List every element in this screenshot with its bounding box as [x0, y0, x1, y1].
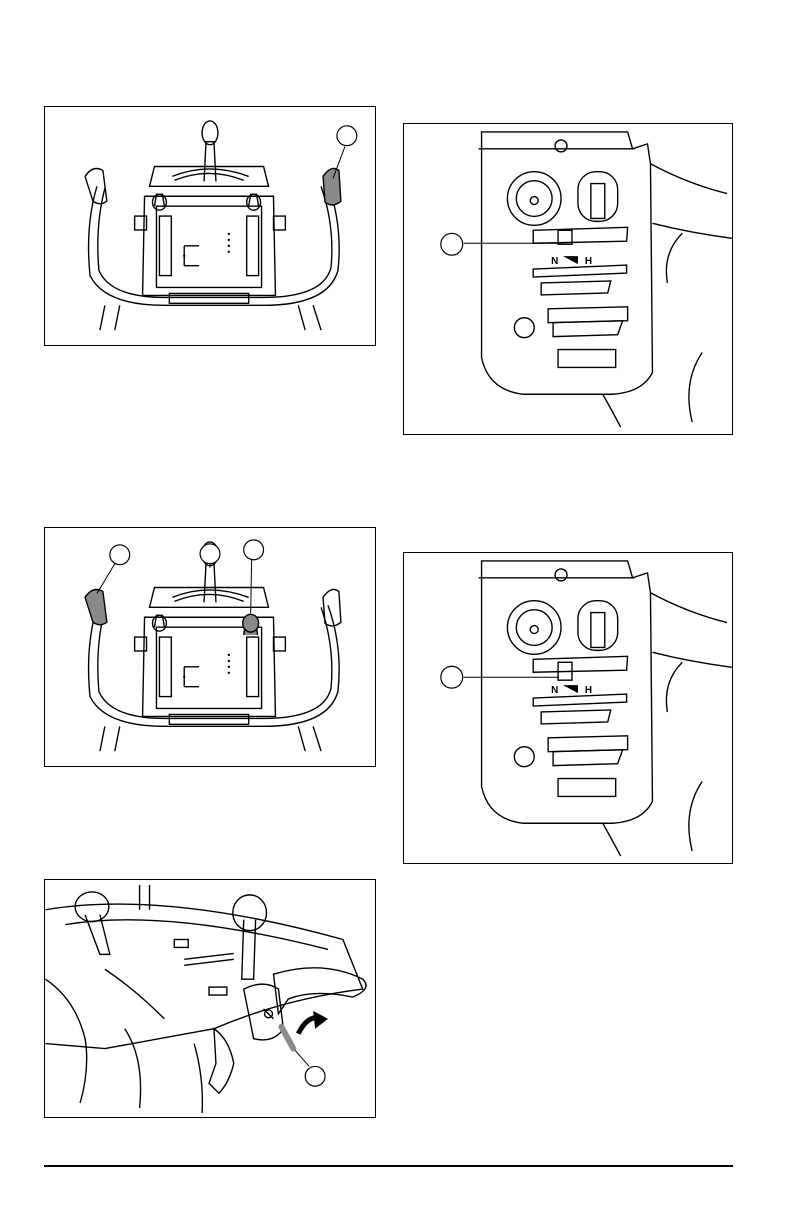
callout-marker: [441, 666, 559, 688]
figure-handlebar-panel-2: [44, 527, 376, 767]
high-mark: H: [585, 256, 592, 267]
callout-marker: [295, 1051, 325, 1087]
rotate-arrow-icon: [298, 1011, 328, 1034]
figure-engine-controls-1: N H: [403, 123, 733, 435]
figure-handlebar-panel-1: [44, 106, 376, 346]
callout-marker: [441, 233, 559, 255]
callout-marker: [97, 545, 130, 594]
high-mark: H: [585, 685, 592, 696]
neutral-mark: N: [551, 256, 558, 267]
engine-controls-illustration: N H: [404, 124, 732, 434]
pin-highlight: [281, 1027, 293, 1049]
handlebar-panel-illustration: [45, 107, 375, 345]
engine-controls-illustration: N H: [404, 553, 732, 863]
handlebar-panel-illustration: [45, 528, 375, 766]
callout-marker: [200, 544, 220, 568]
handle-lever-illustration: [45, 880, 375, 1117]
figure-engine-controls-2: N H: [403, 552, 733, 864]
footer-rule: [44, 1165, 733, 1167]
callout-marker: [244, 540, 264, 613]
figure-handle-lever: [44, 879, 376, 1118]
neutral-mark: N: [551, 685, 558, 696]
